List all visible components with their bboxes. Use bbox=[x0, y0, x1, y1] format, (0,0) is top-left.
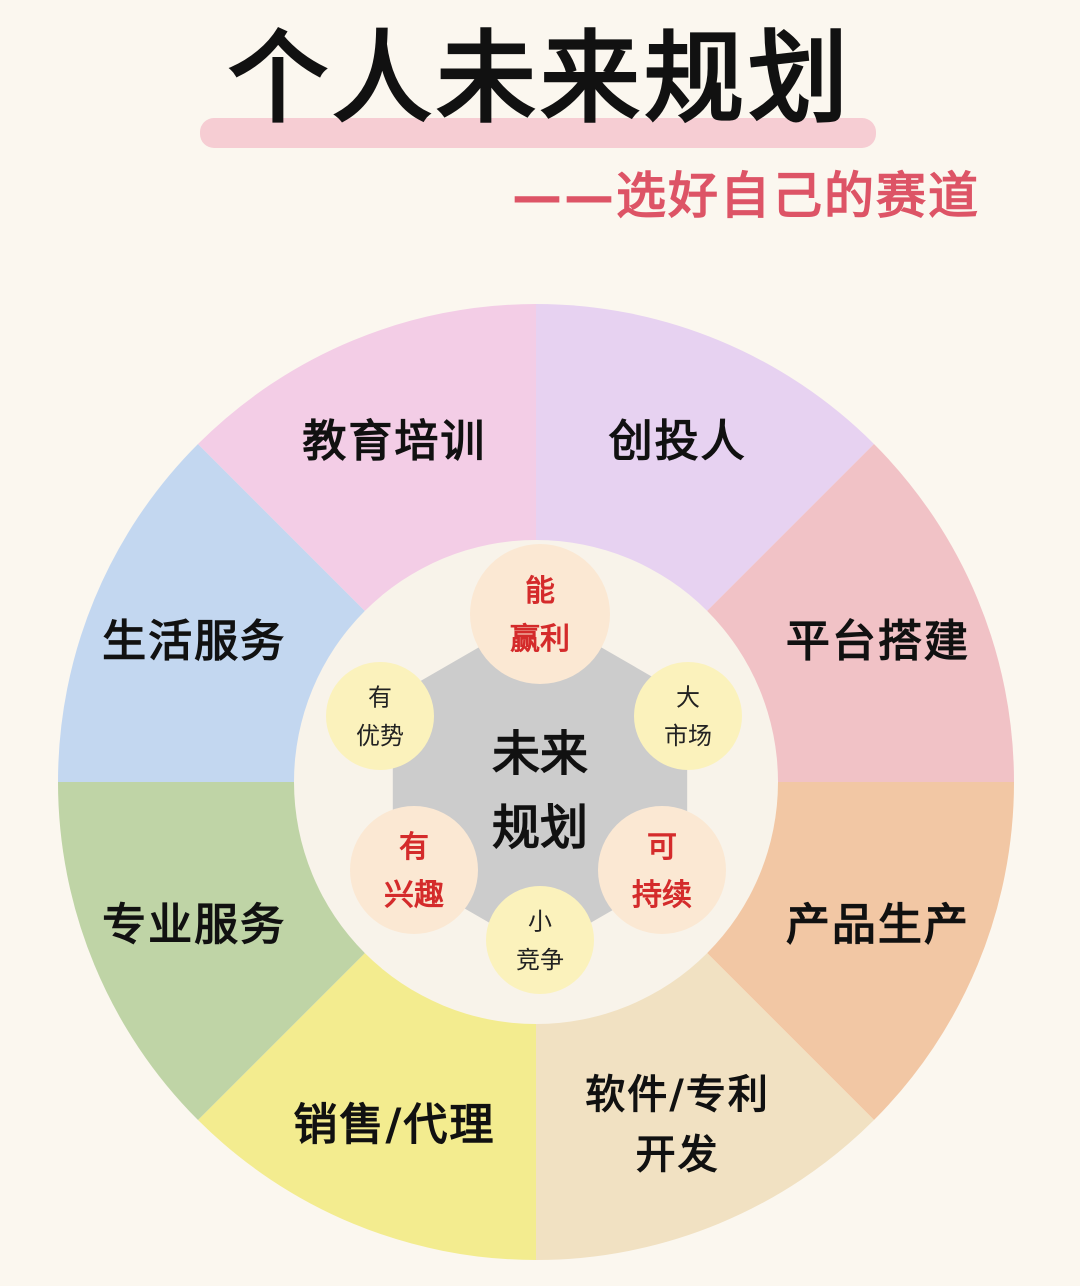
page-subtitle: ——选好自己的赛道 bbox=[512, 167, 980, 225]
segment-label-1-line-0: 平台搭建 bbox=[786, 616, 970, 667]
center-line-2: 规划 bbox=[492, 800, 588, 856]
segment-label-3-line-1: 开发 bbox=[636, 1132, 720, 1178]
title-block: 个人未来规划 bbox=[200, 18, 880, 148]
criteria-bubble-2-line-0: 可 bbox=[647, 830, 677, 865]
segment-label-6-line-0: 生活服务 bbox=[102, 616, 286, 667]
page-title: 个人未来规划 bbox=[228, 19, 852, 137]
criteria-bubble-0-line-0: 能 bbox=[525, 574, 555, 609]
center-label: 未来 规划 bbox=[492, 726, 588, 856]
criteria-bubble-0 bbox=[470, 544, 610, 684]
criteria-bubble-2-line-1: 持续 bbox=[632, 878, 692, 913]
criteria-bubble-2 bbox=[598, 806, 726, 934]
center-line-1: 未来 bbox=[492, 726, 588, 782]
criteria-bubble-4 bbox=[350, 806, 478, 934]
criteria-bubble-4-line-0: 有 bbox=[399, 830, 429, 865]
segment-label-3-line-0: 软件/专利 bbox=[585, 1072, 770, 1118]
criteria-bubble-5-line-1: 优势 bbox=[356, 722, 404, 750]
criteria-bubble-1-line-0: 大 bbox=[676, 683, 700, 711]
segment-label-0-line-0: 创投人 bbox=[609, 416, 747, 467]
criteria-bubble-5 bbox=[326, 662, 434, 770]
criteria-bubble-0-line-1: 赢利 bbox=[510, 622, 570, 657]
segment-label-2-line-0: 产品生产 bbox=[786, 899, 970, 950]
criteria-bubble-1 bbox=[634, 662, 742, 770]
criteria-bubble-3 bbox=[486, 886, 594, 994]
criteria-bubble-4-line-1: 兴趣 bbox=[384, 878, 444, 913]
criteria-bubble-3-line-1: 竞争 bbox=[516, 946, 564, 974]
title-highlight bbox=[200, 118, 876, 148]
criteria-bubble-1-line-1: 市场 bbox=[664, 722, 712, 750]
segment-label-5-line-0: 专业服务 bbox=[102, 899, 286, 950]
criteria-bubble-5-line-0: 有 bbox=[368, 683, 392, 711]
segment-label-7-line-0: 教育培训 bbox=[302, 416, 486, 467]
criteria-bubble-3-line-0: 小 bbox=[528, 907, 552, 935]
segment-label-4-line-0: 销售/代理 bbox=[293, 1100, 495, 1151]
